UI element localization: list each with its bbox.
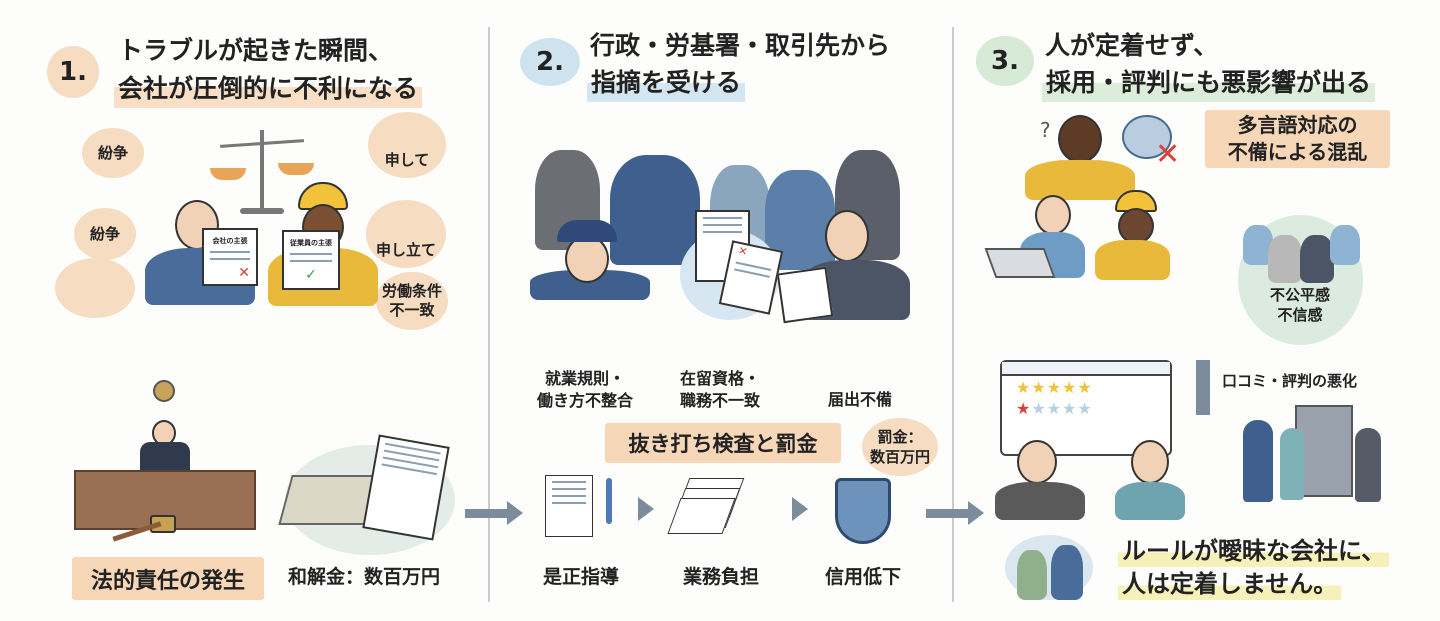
company-claim-document: 会社の主張 ✕ [202,228,258,286]
step-arrow-icon [638,497,654,521]
paper-stack-icon [667,478,745,536]
distrust-group-illustration [1238,215,1363,345]
worried-man-illustration [995,440,1085,520]
speech-bubble: 紛争 [82,128,144,178]
panel-1-title-line2: 会社が圧倒的に不利になる [114,70,423,108]
pen-icon [606,478,612,524]
one-star-rating-icon: ★★★★★ [1016,399,1093,418]
question-mark-icon: ? [1040,118,1051,142]
reputation-label: 口コミ・評判の悪化 [1222,372,1358,390]
legal-liability-label: 法的責任の発生 [72,557,264,600]
speech-bubble: 労働条件 不一致 [376,272,448,330]
step-badge-3: 3. [976,36,1034,86]
settlement-illustration [278,434,455,555]
speech-bubble: 申し立て [366,200,446,268]
panel-2-title-line2: 指摘を受ける [587,64,746,102]
panel-divider [488,27,490,602]
office-workers-illustration [984,190,1170,280]
settlement-amount-label: 和解金：数百万円 [288,566,441,588]
documents-icon: ✕ [680,210,784,320]
conclusion-line1: ルールが曖昧な会社に、 [1118,535,1390,567]
leaving-employee-illustration [1280,428,1304,500]
employee-claim-document: 従業員の主張 ✓ [282,230,340,290]
speech-bubble: 紛争 [74,208,136,260]
correction-document-icon [545,475,593,537]
step-badge-1: 1. [47,46,99,98]
panel-2-title-line1: 行政・労基署・取引先から [590,31,891,60]
checkmark-icon: ✓ [305,267,317,283]
flow-arrow-icon [926,501,984,525]
panel-3-title-line2: 採用・評判にも悪影響が出る [1042,64,1376,102]
step-badge-2: 2. [520,38,580,86]
globe-translation-icon [1122,115,1172,159]
gavel-icon [112,515,192,543]
panel-1-title-line1: トラブルが起きた瞬間、 [118,36,394,65]
distrust-label: 不公平感 不信感 [1269,286,1330,324]
inspectors-group-illustration [530,110,905,300]
confused-worker-illustration [1025,115,1135,200]
conclusion-line2: 人は定着しません。 [1118,568,1342,600]
multilingual-confusion-label: 多言語対応の 不備による混乱 [1205,110,1390,168]
step-label: 是正指導 [542,566,619,588]
step-label: 業務負担 [682,566,759,588]
document-title: 従業員の主張 [290,239,332,247]
businessman-illustration [776,210,910,324]
issue-label: 届出不備 [827,390,892,409]
conflict-people-icon [55,258,135,318]
document-title: 会社の主張 [212,237,248,245]
panel-3-title-line1: 人が定着せず、 [1045,31,1219,60]
panel-divider [952,27,954,602]
scales-of-justice-icon [210,128,314,218]
troubled-employees-illustration [1005,535,1093,600]
issue-label: 就業規則・ 働き方不整合 [536,369,633,410]
laptop-icon [984,248,1056,278]
step-arrow-icon [792,497,808,521]
speech-bubble: 申して [368,112,446,178]
worried-woman-illustration [1115,440,1185,520]
step-label: 信用低下 [824,566,901,588]
issue-label: 在留資格・ 職務不一致 [679,369,760,410]
review-site-window: ★★★★★ ★★★★★ [1000,360,1172,456]
courtroom-illustration [74,380,256,530]
broken-shield-icon [835,478,891,544]
cross-icon: ✕ [238,265,250,281]
leaving-employee-illustration [1243,420,1273,502]
flow-arrow-icon [465,501,523,525]
inspection-fine-label: 抜き打ち検査と罰金 [605,423,841,463]
office-building-icon [1295,405,1353,497]
cross-icon: ✕ [1155,137,1181,172]
leaving-employee-illustration [1355,428,1381,502]
fine-speech-bubble: 罰金： 数百万円 [862,418,938,476]
five-star-rating-icon: ★★★★★ [1016,378,1093,397]
down-arrow-icon [1196,360,1210,415]
